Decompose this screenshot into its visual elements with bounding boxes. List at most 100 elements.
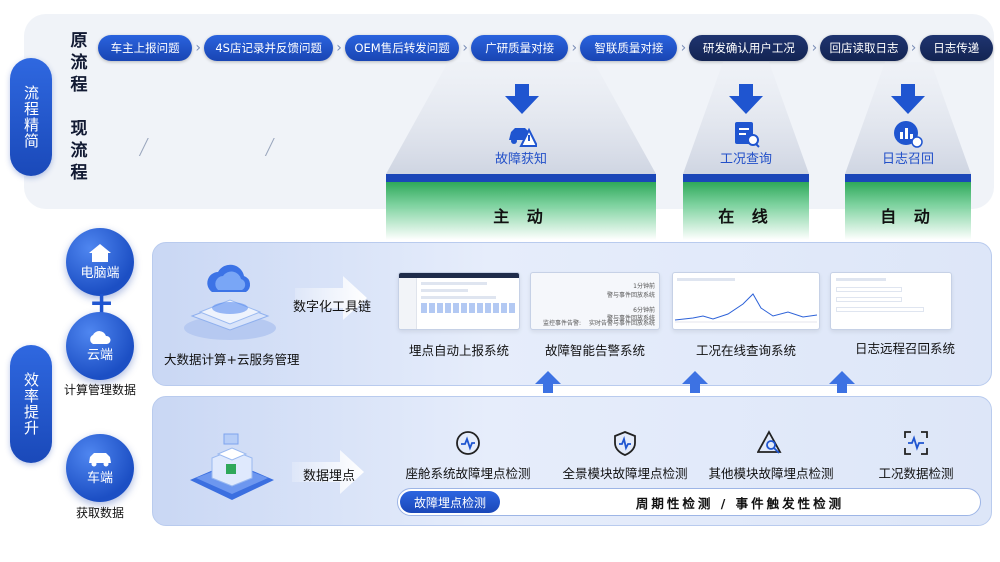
chevron-right-icon: ›: [910, 40, 917, 56]
chevron-right-icon: ›: [811, 40, 818, 56]
alert-item: 实时告警与事件回放系统: [588, 320, 655, 327]
screen-sidebar: [399, 278, 417, 329]
down-arrow-icon: [729, 84, 763, 114]
chip-cube-illustration: [190, 433, 274, 500]
up-arrow-icon: [682, 371, 708, 393]
step-6: 研发确认用户工况: [689, 35, 809, 61]
recall-system-screenshot: [830, 272, 952, 330]
screen-line: [836, 278, 886, 281]
cloud-node-label: 云端: [86, 347, 113, 363]
system-name-4: 日志远程召回系统: [854, 341, 955, 356]
step-1: 车主上报问题: [98, 35, 193, 61]
screen-content: [417, 278, 519, 329]
active-glow: [386, 182, 656, 240]
detection-3: 其他模块故障埋点检测: [708, 466, 834, 481]
step-5: 智联质量对接: [580, 35, 678, 61]
up-arrow-icon: [535, 371, 561, 393]
home-icon: [89, 243, 111, 262]
log-recall-label: 日志召回: [881, 152, 934, 167]
detection-1: 座舱系统故障埋点检测: [405, 466, 531, 481]
alert-system-screenshot: 1分钟前 警与事件回放系统 6分钟前 警与事件回放系统 监控事件告警: 实时告警…: [530, 272, 660, 330]
right-arrow-icon: [292, 450, 364, 494]
funnel-base-bar: [845, 174, 971, 182]
alert-time: 6分钟前: [633, 307, 655, 314]
condition-query-label: 工况查询: [719, 152, 772, 167]
triangle-search-icon: [757, 430, 782, 454]
funnel-base-bar: [683, 174, 809, 182]
chart-report-icon: [894, 121, 923, 148]
alert-item: 警与事件回放系统: [606, 292, 655, 299]
process-simplification-label: 流程精简: [10, 58, 52, 176]
step-8: 日志传递: [919, 35, 993, 61]
screen-field: [836, 297, 902, 302]
detection-modes-text: 周期性检测 / 事件触发性检测: [635, 496, 845, 511]
detection-4: 工况数据检测: [878, 466, 954, 481]
funnel-1: [386, 62, 656, 174]
car-node: 车端: [66, 434, 134, 502]
funnel-2: [683, 62, 809, 174]
car-caption: 获取数据: [75, 506, 124, 520]
system-name-2: 故障智能告警系统: [544, 343, 645, 358]
cloud-caption: 计算管理数据: [63, 383, 136, 397]
down-arrow-icon: [505, 84, 539, 114]
current-flow-label: 现流程: [70, 119, 88, 183]
scan-pulse-icon: [904, 431, 928, 455]
mode-online: 在 线: [718, 207, 774, 226]
pc-node: 电脑端: [66, 228, 134, 296]
car-icon: [89, 452, 111, 466]
shield-pulse-icon: [614, 431, 636, 456]
screen-body: [399, 278, 519, 329]
mode-active: 主 动: [493, 207, 549, 226]
chevron-right-icon: ›: [462, 40, 468, 56]
cloud-icon: [90, 330, 111, 344]
step-4: 广研质量对接: [471, 35, 569, 61]
step-3: OEM售后转发问题: [345, 35, 460, 61]
chevron-right-icon: ›: [195, 40, 202, 56]
funnel-base-bar: [386, 174, 656, 182]
online-glow: [683, 182, 809, 240]
document-search-icon: [735, 122, 760, 148]
screen-line: [421, 296, 497, 299]
system-name-1: 埋点自动上报系统: [408, 343, 509, 358]
car-node-label: 车端: [86, 470, 113, 486]
cloud-node: 云端: [66, 312, 134, 380]
original-flow-label: 原流程: [70, 31, 88, 95]
original-steps-row: 车主上报问题 › 4S店记录并反馈问题 › OEM售后转发问题 › 广研质量对接…: [98, 35, 993, 61]
screen-line: [421, 289, 468, 292]
step-7: 回店读取日志: [820, 35, 908, 61]
cloud-platform-illustration: [184, 264, 276, 340]
screen-content: [831, 273, 951, 317]
screen-field: [836, 287, 902, 292]
window-titlebar: [399, 273, 519, 278]
report-system-screenshot: [398, 272, 520, 330]
fault-awareness-label: 故障获知: [494, 152, 547, 167]
funnel-3: [845, 62, 971, 174]
detection-2: 全景模块故障埋点检测: [562, 466, 688, 481]
right-arrow-icon: [295, 276, 367, 320]
chevron-right-icon: ›: [571, 40, 578, 56]
query-system-screenshot: [672, 272, 820, 330]
screen-line: [677, 278, 736, 281]
chevron-right-icon: ›: [680, 40, 687, 56]
screen-table: [421, 303, 515, 313]
up-arrow-icon: [829, 371, 855, 393]
system-name-3: 工况在线查询系统: [695, 343, 796, 358]
line-chart-preview: [674, 293, 818, 323]
pc-node-label: 电脑端: [80, 265, 120, 281]
alert-item: 监控事件告警:: [543, 320, 582, 327]
chevron-right-icon: ›: [336, 40, 342, 56]
down-arrow-icon: [891, 84, 925, 114]
bigdata-caption: 大数据计算+云服务管理: [164, 352, 300, 367]
alert-time: 1分钟前: [633, 283, 655, 290]
screen-field: [836, 307, 924, 312]
fault-tracking-tag: 故障埋点检测: [400, 491, 500, 513]
efficiency-label: 效率提升: [10, 345, 52, 463]
toolchain-label: 数字化工具链: [293, 300, 372, 315]
mode-auto: 自 动: [880, 207, 936, 226]
alert-item: 警与事件回放系统: [606, 315, 655, 322]
gauge-icon: [456, 431, 480, 455]
data-tracking-label: 数据埋点: [303, 469, 356, 484]
screen-line: [421, 282, 487, 285]
auto-glow: [845, 182, 971, 240]
step-2: 4S店记录并反馈问题: [204, 35, 334, 61]
